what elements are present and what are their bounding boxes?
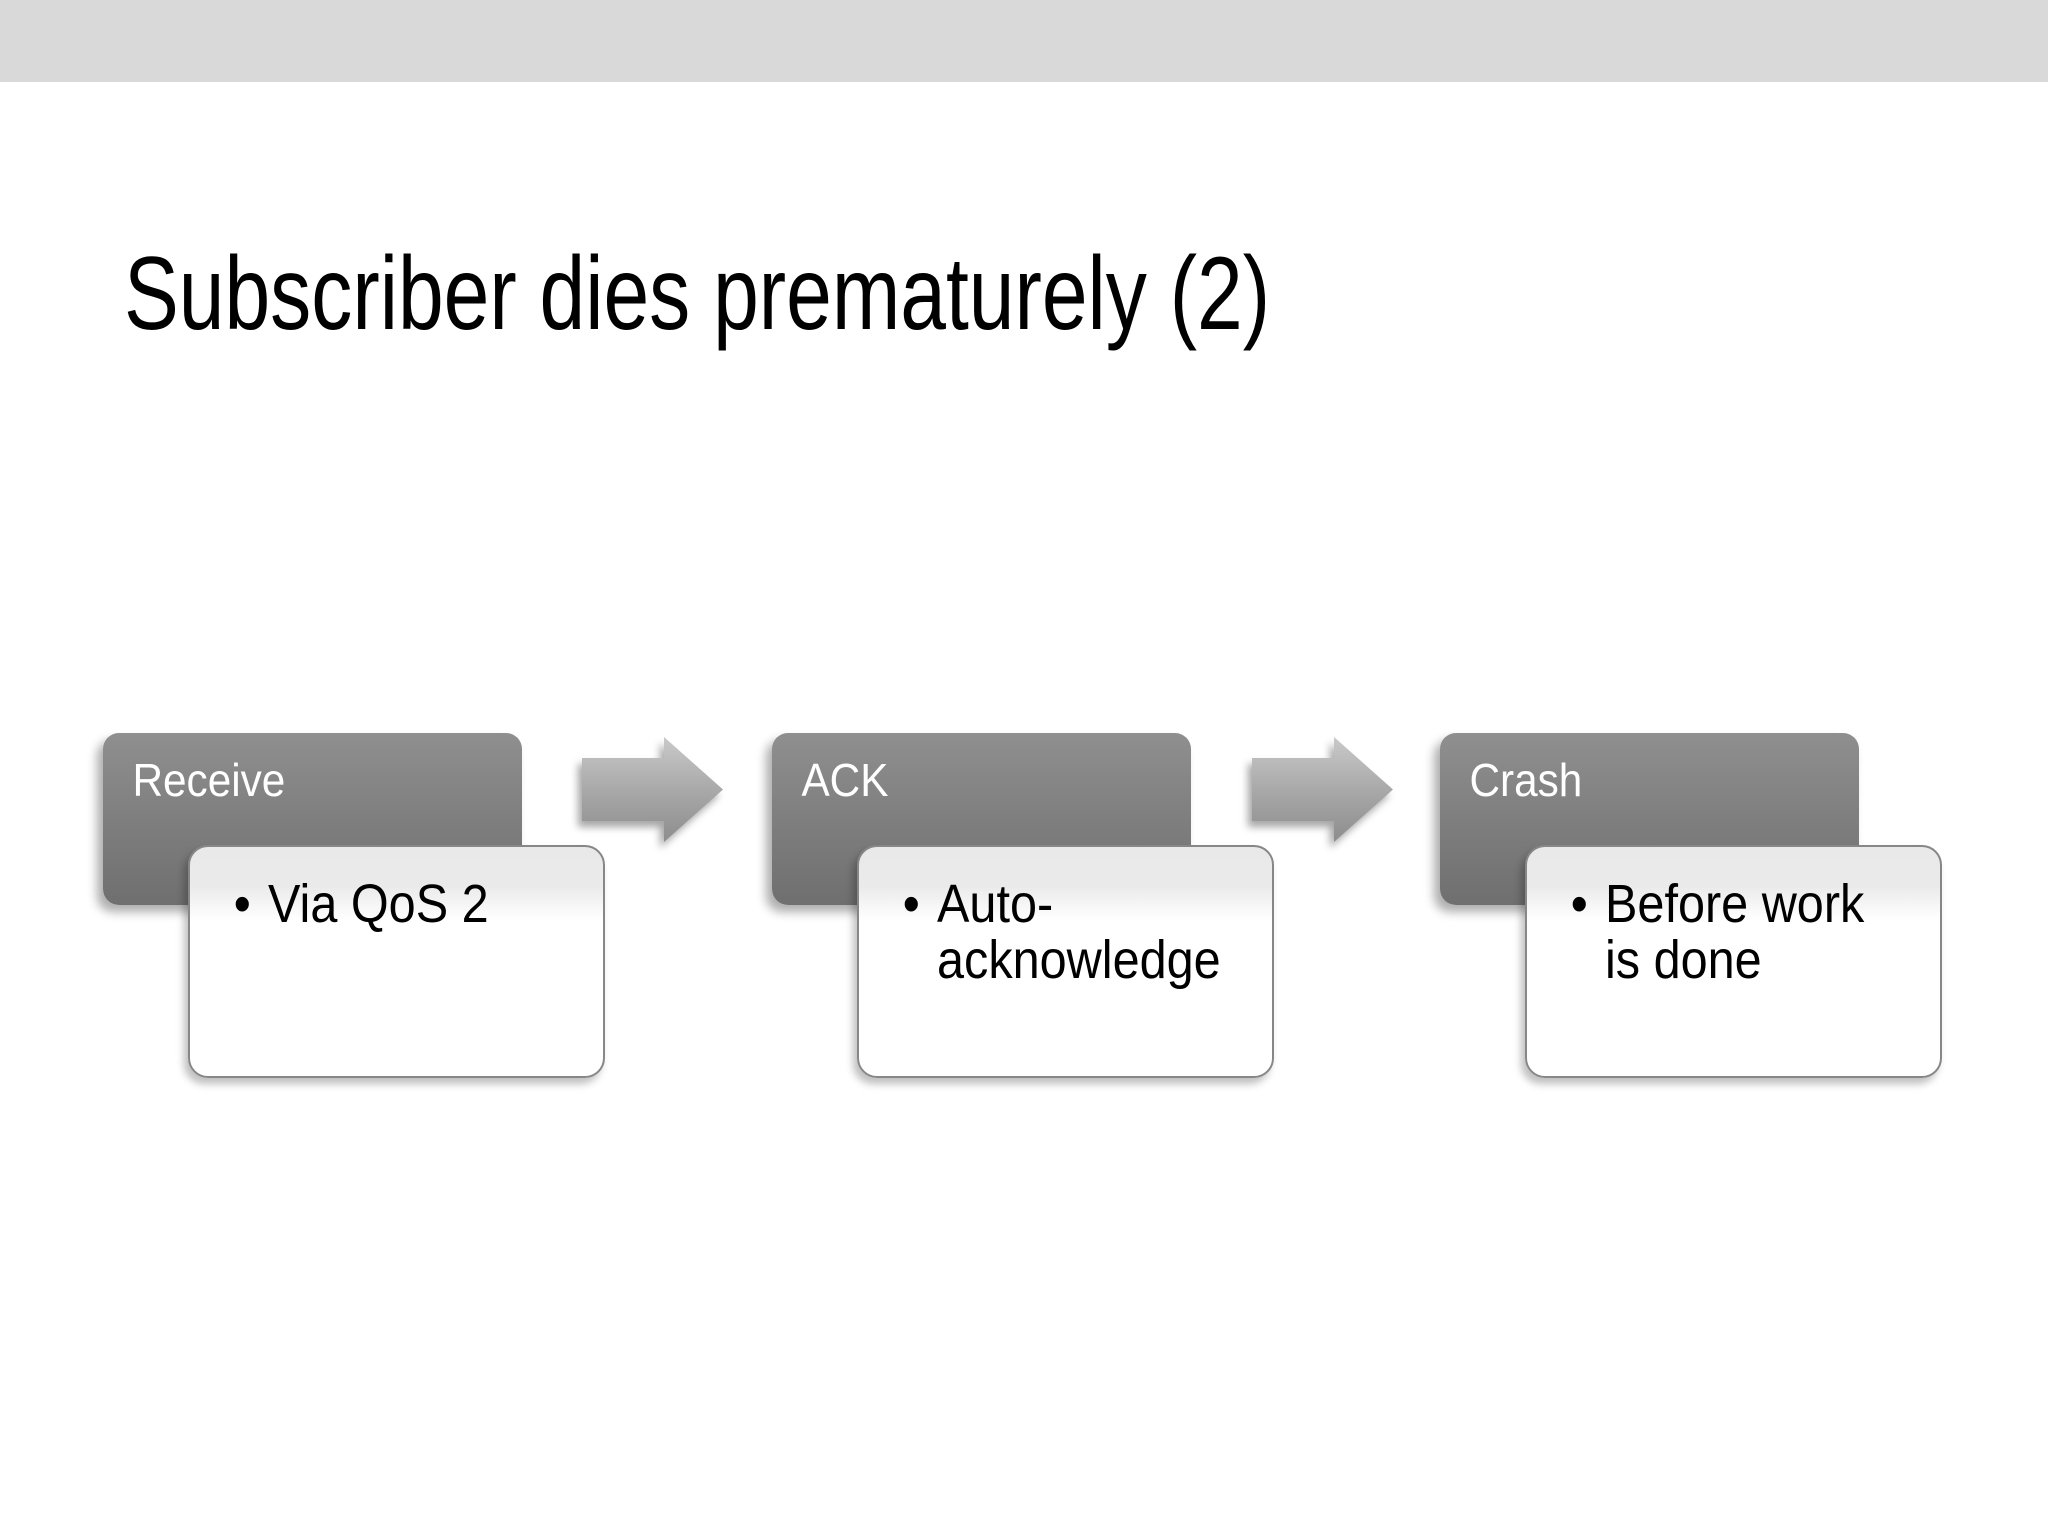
bullet-item: Auto-acknowledge bbox=[903, 876, 1221, 988]
arrow-right-icon bbox=[1252, 737, 1393, 842]
slide-title: Subscriber dies prematurely (2) bbox=[124, 235, 1271, 352]
step-content-card: Auto-acknowledge bbox=[857, 845, 1274, 1078]
process-step-ack: ACK Auto-acknowledge bbox=[772, 733, 1278, 1080]
step-label: ACK bbox=[801, 754, 889, 806]
bullet-list: Before work is done bbox=[1527, 847, 1940, 988]
arrow-right-icon bbox=[582, 737, 723, 842]
step-content-card: Via QoS 2 bbox=[188, 845, 605, 1078]
bullet-item: Before work is done bbox=[1571, 876, 1887, 988]
slide-top-bar bbox=[0, 0, 2048, 82]
bullet-list: Via QoS 2 bbox=[190, 847, 603, 932]
bullet-item: Via QoS 2 bbox=[234, 876, 550, 932]
process-step-receive: Receive Via QoS 2 bbox=[103, 733, 609, 1080]
step-content-card: Before work is done bbox=[1525, 845, 1942, 1078]
process-step-crash: Crash Before work is done bbox=[1440, 733, 1946, 1080]
step-label: Receive bbox=[132, 754, 286, 806]
bullet-list: Auto-acknowledge bbox=[859, 847, 1272, 988]
step-label: Crash bbox=[1469, 754, 1583, 806]
